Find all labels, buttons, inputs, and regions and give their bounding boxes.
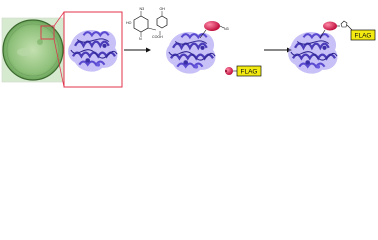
triazole-icon [340, 20, 348, 28]
azido-sugar-structure: N3 HO N OH COOH [126, 7, 168, 41]
acid-label: COOH [152, 35, 163, 39]
ho-label: HO [126, 21, 132, 25]
azide-label-1: N3 [140, 7, 145, 11]
hydroxyl-label: OH [160, 7, 166, 11]
azide-label-2: N3 [224, 27, 229, 31]
flag-probe: FLAG [225, 65, 262, 77]
flag-label-2: FLAG [355, 33, 372, 40]
protein-structure-2 [164, 30, 217, 75]
arrow-1 [124, 47, 151, 53]
arrow-2 [264, 47, 292, 53]
triazole-flag-conjugate: FLAG [319, 20, 376, 41]
glycan-labeling-scheme: N3 HO N OH COOH N3 FLAG [1, 7, 376, 88]
amine-label: N [139, 37, 142, 41]
cell-image [1, 17, 65, 83]
azide-tag: N3 [199, 21, 229, 39]
flag-label-1: FLAG [241, 69, 258, 76]
protein-structure-3 [286, 30, 339, 75]
